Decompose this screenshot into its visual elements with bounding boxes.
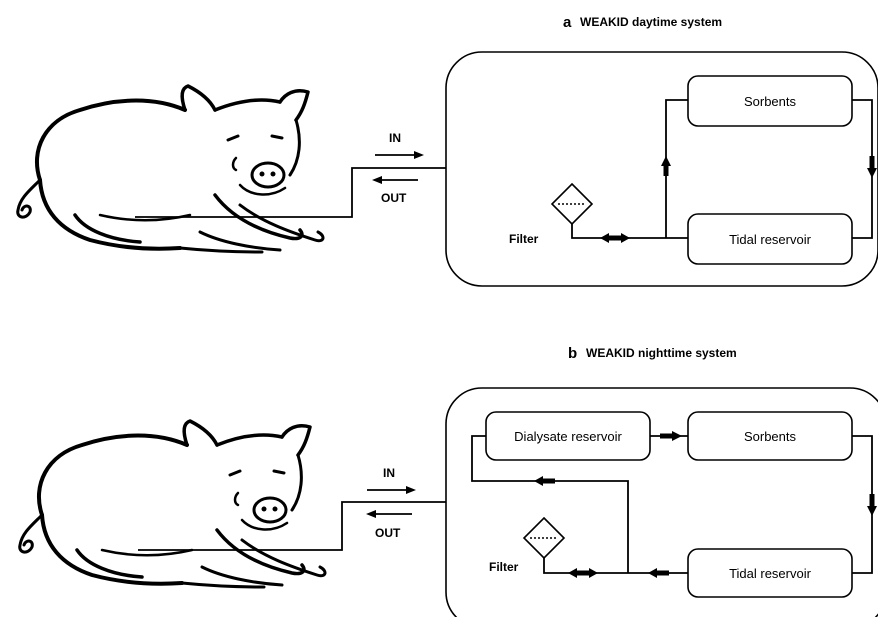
panel-b: b WEAKID nighttime system IN OUT Filter xyxy=(17,345,878,617)
sorbents-label: Sorbents xyxy=(744,94,797,109)
filter-label: Filter xyxy=(489,560,519,574)
sorbents-box xyxy=(687,75,853,127)
loop-line-up xyxy=(665,99,688,238)
tidal-reservoir-box xyxy=(687,213,853,265)
dialysate-reservoir-box xyxy=(485,411,651,461)
pig-illustration xyxy=(15,84,326,254)
dialysate-reservoir-label: Dialysate reservoir xyxy=(514,429,622,444)
double-arrow-icon xyxy=(568,568,598,578)
panel-b-title: WEAKID nighttime system xyxy=(586,346,737,360)
panel-a-letter: a xyxy=(563,14,572,31)
out-label: OUT xyxy=(381,191,407,205)
tidal-reservoir-box xyxy=(687,548,853,598)
in-arrow-icon xyxy=(367,486,416,494)
out-arrow-icon xyxy=(372,176,418,184)
out-label: OUT xyxy=(375,526,401,540)
tidal-reservoir-label: Tidal reservoir xyxy=(729,232,812,247)
panel-b-letter: b xyxy=(568,345,577,362)
left-arrow-icon xyxy=(648,568,669,578)
panel-a-title: WEAKID daytime system xyxy=(580,15,722,29)
right-arrow-icon xyxy=(660,431,682,441)
filter-label: Filter xyxy=(509,232,539,246)
in-arrow-icon xyxy=(375,151,424,159)
down-arrow-icon xyxy=(867,494,877,516)
return-line xyxy=(471,435,629,573)
sorbents-box xyxy=(687,411,853,461)
pig-illustration xyxy=(17,419,328,589)
down-arrow-icon xyxy=(867,156,877,178)
in-label: IN xyxy=(383,466,395,480)
tidal-reservoir-label: Tidal reservoir xyxy=(729,566,812,581)
sorbents-label: Sorbents xyxy=(744,429,797,444)
left-arrow-icon xyxy=(534,476,555,486)
out-arrow-icon xyxy=(366,510,412,518)
filter-line xyxy=(543,558,688,574)
in-label: IN xyxy=(389,131,401,145)
panel-a: a WEAKID daytime system IN OUT Filter xyxy=(15,14,878,287)
double-arrow-icon xyxy=(600,233,630,243)
filter-line xyxy=(571,224,688,239)
up-arrow-icon xyxy=(661,156,671,176)
